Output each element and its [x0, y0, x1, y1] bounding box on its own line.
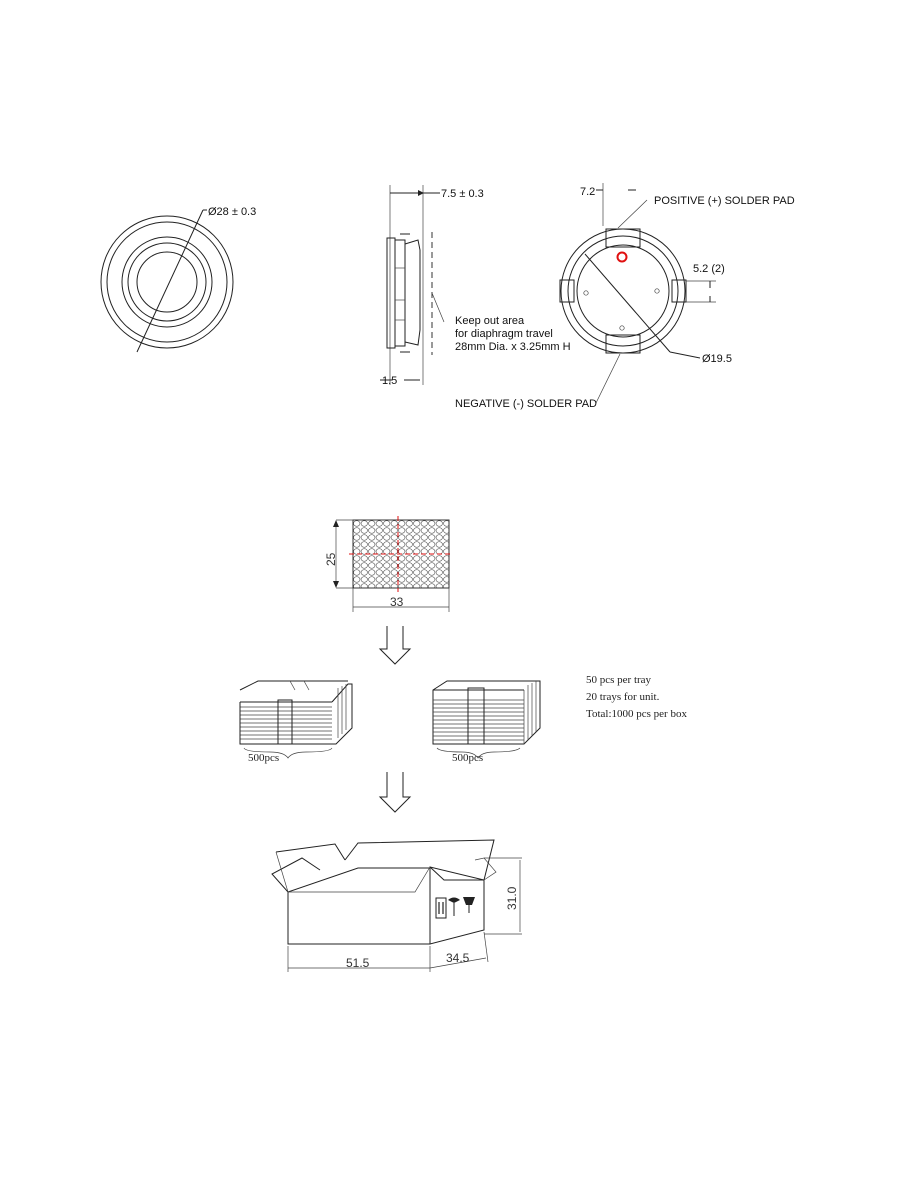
- note-1: 50 pcs per tray: [586, 674, 652, 686]
- negative-pad-label: NEGATIVE (-) SOLDER PAD: [455, 398, 597, 410]
- positive-marker: [616, 251, 628, 263]
- down-arrow-icon: [378, 772, 412, 813]
- note-2: 20 trays for unit.: [586, 691, 660, 703]
- stack-right: 500pcs: [432, 680, 541, 764]
- center-opening: [136, 251, 198, 313]
- positive-pad-label: POSITIVE (+) SOLDER PAD: [654, 195, 795, 207]
- side-thickness-label: 1.5: [382, 375, 397, 387]
- box-height-label: 31.0: [505, 886, 519, 910]
- front-view: Ø28 ± 0.3: [100, 206, 256, 353]
- stack-left-label: 500pcs: [248, 752, 279, 764]
- keepout-line-1: Keep out area: [455, 315, 525, 327]
- back-diameter-label: Ø19.5: [702, 353, 732, 365]
- keepout-line-3: 28mm Dia. x 3.25mm H: [455, 341, 571, 353]
- side-height-label: 7.5 ± 0.3: [441, 188, 484, 200]
- back-outer-ring: [560, 228, 686, 354]
- positive-solder-pad: [605, 228, 641, 248]
- stack-left: 500pcs: [239, 680, 353, 764]
- packing-notes: 50 pcs per tray 20 trays for unit. Total…: [586, 674, 687, 720]
- tray-diagram: 25 33: [324, 516, 453, 612]
- tray-height-label: 25: [324, 552, 338, 566]
- side-view: 7.5 ± 0.3 1.5 Keep out area for diaphrag…: [380, 185, 571, 387]
- back-inner-ring: [576, 244, 670, 338]
- box-length-label: 51.5: [346, 956, 370, 970]
- note-3: Total:1000 pcs per box: [586, 708, 687, 720]
- diameter-line: [136, 209, 204, 353]
- dim-5-2: 5.2 (2): [693, 263, 725, 275]
- negative-solder-pad: [605, 334, 641, 354]
- front-diameter-label: Ø28 ± 0.3: [208, 206, 256, 218]
- dim-7-2: 7.2: [580, 186, 595, 198]
- keepout-line-2: for diaphragm travel: [455, 328, 553, 340]
- down-arrow-icon: [378, 626, 412, 665]
- box-width-label: 34.5: [446, 951, 470, 965]
- stack-right-label: 500pcs: [452, 752, 483, 764]
- shipping-box: 31.0 51.5 34.5: [271, 839, 522, 972]
- back-view: Ø19.5 7.2 POSITIVE (+) SOLDER PAD 5.2 (2…: [455, 183, 795, 410]
- fragile-icon: [435, 897, 475, 919]
- outer-ring: [100, 215, 234, 349]
- tray-width-label: 33: [390, 595, 404, 609]
